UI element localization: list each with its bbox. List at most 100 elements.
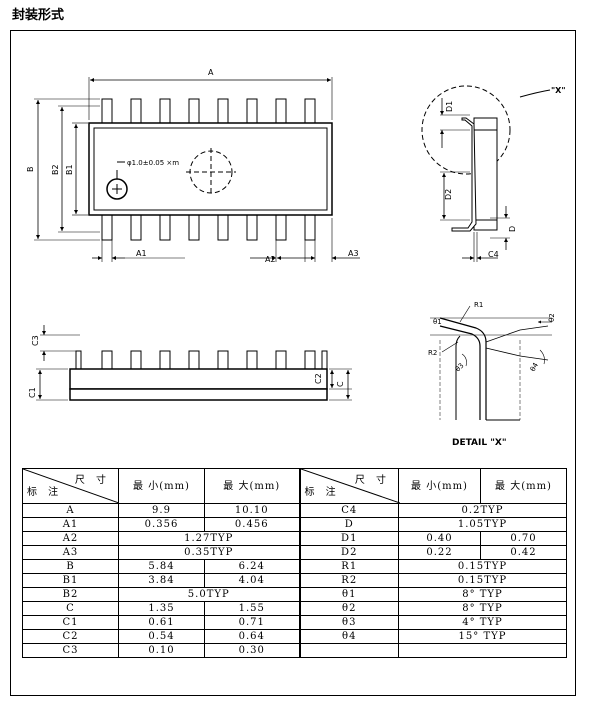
left-mark-cell: C2 [22,629,119,644]
label-a2: A2 [265,255,276,264]
header-size-label-right: 尺 寸 [354,475,390,486]
header-min-right: 最 小(mm) [398,468,481,504]
right-mark-cell: R2 [299,573,399,588]
label-d2: D2 [444,189,453,200]
label-c1: C1 [28,387,37,398]
right-typ-cell: 0.15TYP [398,559,567,574]
label-r1: R1 [474,301,483,309]
right-mark-cell: θ4 [299,629,399,644]
left-min-cell: 0.10 [118,643,205,658]
right-min-cell: 0.40 [398,531,481,546]
right-mark-cell: D2 [299,545,399,560]
right-max-cell: 0.70 [480,531,567,546]
top-pins [101,98,316,127]
header-max-left: 最 大(mm) [204,468,301,504]
header-corner-right: 尺 寸 标 注 [299,468,400,504]
right-typ-cell: 0.15TYP [398,573,567,588]
right-typ-cell: 8° TYP [398,587,567,602]
label-theta2: θ2 [548,313,556,322]
side-view [421,85,551,262]
label-c3: C3 [31,335,40,346]
label-a: A [208,68,214,77]
label-d1: D1 [445,101,454,112]
left-mark-cell: A3 [22,545,119,560]
bottom-pins [101,209,316,241]
detail-x-labels: R1 R2 θ1 θ2 θ3 θ4 DETAIL "X" [428,301,556,448]
left-max-cell: 0.30 [204,643,301,658]
left-max-cell: 0.71 [204,615,301,630]
left-mark-cell: A1 [22,517,119,532]
left-max-cell: 1.55 [204,601,301,616]
pin1-note: φ1.0±0.05 ×m [127,159,179,167]
header-size-label: 尺 寸 [74,475,110,486]
header-mark-label-right: 标 注 [304,487,340,498]
header-min-left: 最 小(mm) [118,468,205,504]
left-mark-cell: B1 [22,573,119,588]
right-typ-cell: 15° TYP [398,629,567,644]
section-heading: 封装形式 [12,8,65,23]
left-min-cell: 0.54 [118,629,205,644]
header-corner-left: 尺 寸 标 注 [22,468,119,504]
label-b2: B2 [51,164,60,175]
table-header-row: 尺 寸 标 注 最 小(mm) 最 大(mm) 尺 寸 标 注 最 小(mm) … [22,468,567,504]
left-mark-cell: C3 [22,643,119,658]
dimension-table: 尺 寸 标 注 最 小(mm) 最 大(mm) 尺 寸 标 注 最 小(mm) … [22,468,567,658]
left-mark-cell: B2 [22,587,119,602]
right-typ-cell: 1.05TYP [398,517,567,532]
left-max-cell: 4.04 [204,573,301,588]
left-mark-cell: A2 [22,531,119,546]
front-view [36,325,352,401]
left-mark-cell: A [22,503,119,518]
label-theta4: θ4 [529,361,541,373]
left-min-cell: 1.35 [118,601,205,616]
right-mark-cell: θ3 [299,615,399,630]
left-min-cell: 0.356 [118,517,205,532]
label-d: D [508,226,517,232]
left-max-cell: 6.24 [204,559,301,574]
right-mark-cell: θ1 [299,587,399,602]
left-max-cell: 0.456 [204,517,301,532]
label-b: B [26,167,35,173]
front-view-labels: C3 C1 C2 C [28,335,345,398]
left-mark-cell: C [22,601,119,616]
drawing-frame [10,30,576,696]
header-mark-label: 标 注 [27,487,63,498]
label-c2: C2 [314,373,323,384]
label-c: C [336,381,345,387]
side-view-labels: "X" D1 D2 D C4 [444,86,566,259]
right-typ-cell [398,643,567,658]
left-min-cell: 3.84 [118,573,205,588]
right-typ-cell: 8° TYP [398,601,567,616]
detail-caption: DETAIL "X" [452,438,507,448]
right-mark-cell: R1 [299,559,399,574]
right-mark-cell: D1 [299,531,399,546]
top-view [34,77,360,262]
left-min-cell: 0.61 [118,615,205,630]
header-max-right: 最 大(mm) [480,468,567,504]
left-typ-cell: 1.27TYP [118,531,301,546]
label-c4: C4 [488,250,499,259]
left-min-cell: 5.84 [118,559,205,574]
left-max-cell: 10.10 [204,503,301,518]
right-mark-cell: θ2 [299,601,399,616]
label-x: "X" [551,86,566,95]
top-view-labels: A B B2 B1 A1 A2 A3 φ1.0±0.05 ×m [26,68,359,264]
right-mark-cell: C4 [299,503,399,518]
left-min-cell: 9.9 [118,503,205,518]
left-mark-cell: B [22,559,119,574]
right-mark-cell: D [299,517,399,532]
label-theta1: θ1 [433,318,442,326]
label-b1: B1 [65,164,74,175]
label-a1: A1 [136,249,147,258]
left-typ-cell: 0.35TYP [118,545,301,560]
